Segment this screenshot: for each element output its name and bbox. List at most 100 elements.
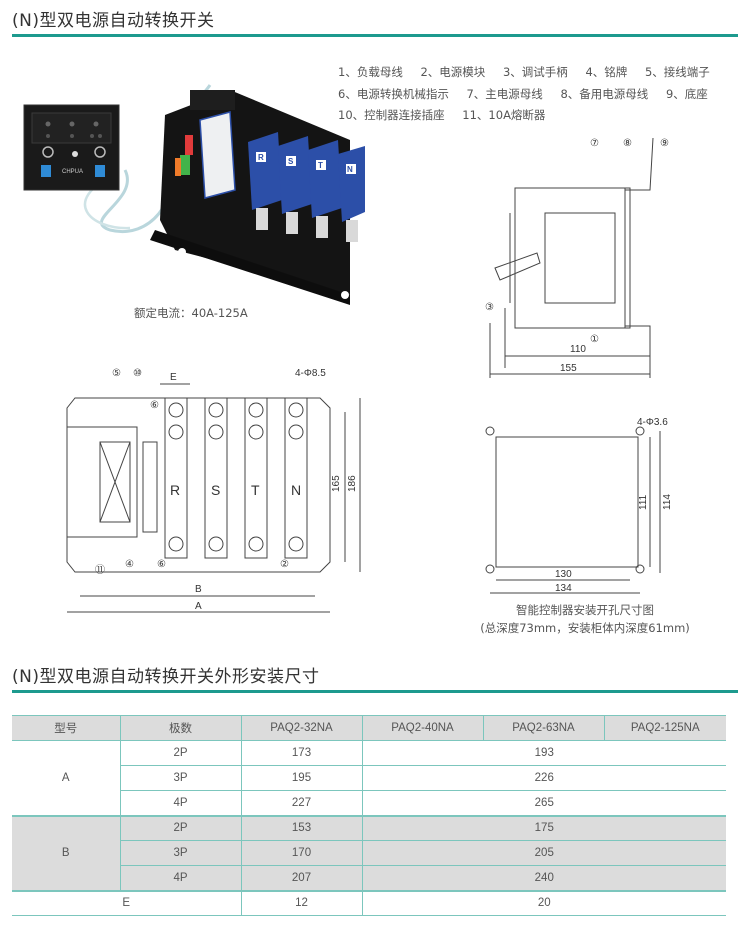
pole-R: R xyxy=(248,132,282,230)
rated-current-caption: 额定电流：40A-125A xyxy=(134,306,248,320)
controller-panel: CHPUA xyxy=(23,104,120,191)
pole-T: T xyxy=(308,140,342,238)
section-title-dimensions: (N)型双电源自动转换开关外形安装尺寸 xyxy=(12,667,320,687)
side-view-diagram: 110 155 ⑦ ⑧ ⑨ ③ ① xyxy=(455,128,695,383)
header-poles: 极数 xyxy=(120,715,242,741)
legend-item: 1、负载母线 xyxy=(338,65,403,79)
svg-text:T: T xyxy=(318,161,323,170)
poles-cell: 3P xyxy=(120,765,242,791)
svg-text:S: S xyxy=(288,157,294,166)
dim-111: 111 xyxy=(638,494,649,510)
cutout-diagram: 4-Φ3.6 130 134 111 114 xyxy=(480,415,700,595)
callout-2: ② xyxy=(280,559,289,570)
header-paq2-40na: PAQ2-40NA xyxy=(362,715,484,741)
dim-114: 114 xyxy=(662,494,673,510)
callout-9: ⑨ xyxy=(660,138,669,149)
pole-columns: R S T N xyxy=(164,397,308,559)
parts-legend: 1、负载母线 2、电源模块 3、调试手柄 4、铭牌 5、接线端子 6、电源转换机… xyxy=(338,62,738,127)
pole-label-N: N xyxy=(291,482,301,498)
value-cell: 227 xyxy=(241,790,363,816)
cutout-caption-line2: (总深度73mm，安装柜体内深度61mm) xyxy=(480,621,690,635)
value-cell: 20 xyxy=(362,889,726,916)
legend-item: 7、主电源母线 xyxy=(466,86,543,101)
legend-item: 2、电源模块 xyxy=(420,65,486,79)
value-cell: 175 xyxy=(362,814,726,841)
svg-text:R: R xyxy=(258,153,264,162)
product-photo: CHPUA R S xyxy=(20,80,365,305)
switch-body: R S T N xyxy=(150,90,365,305)
e-label: E xyxy=(12,889,242,916)
title-underline xyxy=(12,34,738,37)
value-cell: 173 xyxy=(241,740,363,766)
callout-5: ⑤ xyxy=(112,368,121,379)
dim-134: 134 xyxy=(555,583,572,594)
header-paq2-125na: PAQ2-125NA xyxy=(604,715,726,741)
dim-110: 110 xyxy=(570,344,586,355)
group-label-b: B xyxy=(12,814,121,891)
table-row: 3P 170 205 xyxy=(12,840,726,866)
table-row: 3P 195 226 xyxy=(12,765,726,791)
header-paq2-63na: PAQ2-63NA xyxy=(483,715,605,741)
poles-cell: 2P xyxy=(120,814,242,841)
dim-155: 155 xyxy=(560,363,577,374)
callout-10: ⑩ xyxy=(133,368,142,379)
poles-cell: 3P xyxy=(120,840,242,866)
header-model: 型号 xyxy=(12,715,121,741)
legend-row: 6、电源转换机械指示 7、主电源母线 8、备用电源母线 9、底座 xyxy=(338,84,738,106)
legend-row: 1、负载母线 2、电源模块 3、调试手柄 4、铭牌 5、接线端子 xyxy=(338,62,738,84)
value-cell: 226 xyxy=(362,765,726,791)
front-view-diagram: R S T N E 4-Φ8.5 165 186 B A ⑤ ⑩ ⑥ ⑪ ④ ⑥… xyxy=(55,362,365,617)
legend-item: 6、电源转换机械指示 xyxy=(338,86,449,101)
group-label-a: A xyxy=(12,740,121,816)
table-row: A 2P 173 193 xyxy=(12,740,726,816)
value-cell: 170 xyxy=(241,840,363,866)
dim-b: B xyxy=(195,584,202,595)
cutout-hole-spec: 4-Φ3.6 xyxy=(637,417,668,428)
value-cell: 265 xyxy=(362,790,726,816)
dim-a: A xyxy=(195,601,202,612)
pole-S: S xyxy=(278,136,312,234)
poles-cell: 4P xyxy=(120,865,242,891)
table-row: B 2P 153 175 xyxy=(12,814,726,891)
value-cell: 195 xyxy=(241,765,363,791)
pole-N: N xyxy=(338,146,365,242)
section-title-switch: (N)型双电源自动转换开关 xyxy=(12,11,215,31)
dim-e: E xyxy=(170,372,177,383)
dim-165: 165 xyxy=(331,475,342,492)
legend-item: 4、铭牌 xyxy=(585,65,628,79)
value-cell: 207 xyxy=(241,865,363,891)
pole-label-S: S xyxy=(211,482,220,498)
table-header-row: 型号 极数 PAQ2-32NA PAQ2-40NA PAQ2-63NA PAQ2… xyxy=(12,715,726,741)
table-row: 4P 207 240 xyxy=(12,865,726,891)
legend-item: 9、底座 xyxy=(665,86,708,101)
svg-text:CHPUA: CHPUA xyxy=(62,169,83,175)
dim-186: 186 xyxy=(347,475,358,492)
callout-6-top: ⑥ xyxy=(150,400,159,411)
svg-text:N: N xyxy=(347,165,353,174)
poles-cell: 4P xyxy=(120,790,242,816)
legend-item: 3、调试手柄 xyxy=(502,65,568,79)
pole-label-T: T xyxy=(251,482,260,498)
table-row: 4P 227 265 xyxy=(12,790,726,816)
legend-item: 11、10A熔断器 xyxy=(462,108,546,122)
pole-label-R: R xyxy=(170,482,180,498)
dimensions-table: 型号 极数 PAQ2-32NA PAQ2-40NA PAQ2-63NA PAQ2… xyxy=(12,715,726,916)
cutout-caption-line1: 智能控制器安装开孔尺寸图 xyxy=(516,603,654,617)
value-cell: 193 xyxy=(362,740,726,766)
callout-3: ③ xyxy=(485,302,494,313)
poles-cell: 2P xyxy=(120,740,242,766)
callout-7: ⑦ xyxy=(590,138,599,149)
legend-item: 10、控制器连接插座 xyxy=(338,108,445,122)
value-cell: 12 xyxy=(241,889,363,916)
value-cell: 205 xyxy=(362,840,726,866)
dim-130: 130 xyxy=(555,569,572,580)
header-paq2-32na: PAQ2-32NA xyxy=(241,715,363,741)
callout-6-bottom: ⑥ xyxy=(157,559,166,570)
value-cell: 153 xyxy=(241,814,363,841)
value-cell: 240 xyxy=(362,865,726,891)
callout-8: ⑧ xyxy=(623,138,632,149)
legend-item: 5、接线端子 xyxy=(644,65,710,79)
legend-item: 8、备用电源母线 xyxy=(560,86,649,101)
legend-row: 10、控制器连接插座 11、10A熔断器 xyxy=(338,105,738,127)
hole-spec: 4-Φ8.5 xyxy=(295,368,326,379)
